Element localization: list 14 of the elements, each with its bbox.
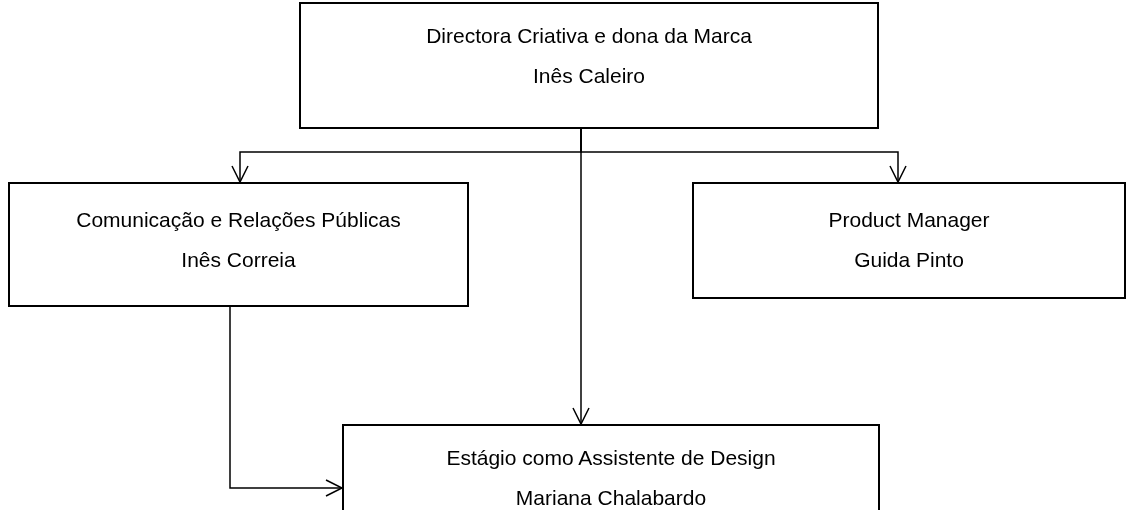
role-box — [692, 182, 1126, 299]
person-name: Guida Pinto — [854, 248, 964, 272]
role-title: Directora Criativa e dona da Marca — [426, 24, 752, 48]
role-title: Estágio como Assistente de Design — [446, 446, 776, 470]
person-name: Inês Caleiro — [532, 64, 646, 88]
role-title: Product Manager — [828, 208, 990, 232]
role-title: Comunicação e Relações Públicas — [76, 208, 401, 232]
role-box — [342, 424, 880, 510]
role-box — [8, 182, 469, 307]
connector-arrow — [572, 128, 590, 425]
person-name: Mariana Chalabardo — [515, 486, 707, 510]
connector-arrow — [229, 306, 343, 497]
person-name: Inês Correia — [181, 248, 296, 272]
role-box — [299, 2, 879, 129]
